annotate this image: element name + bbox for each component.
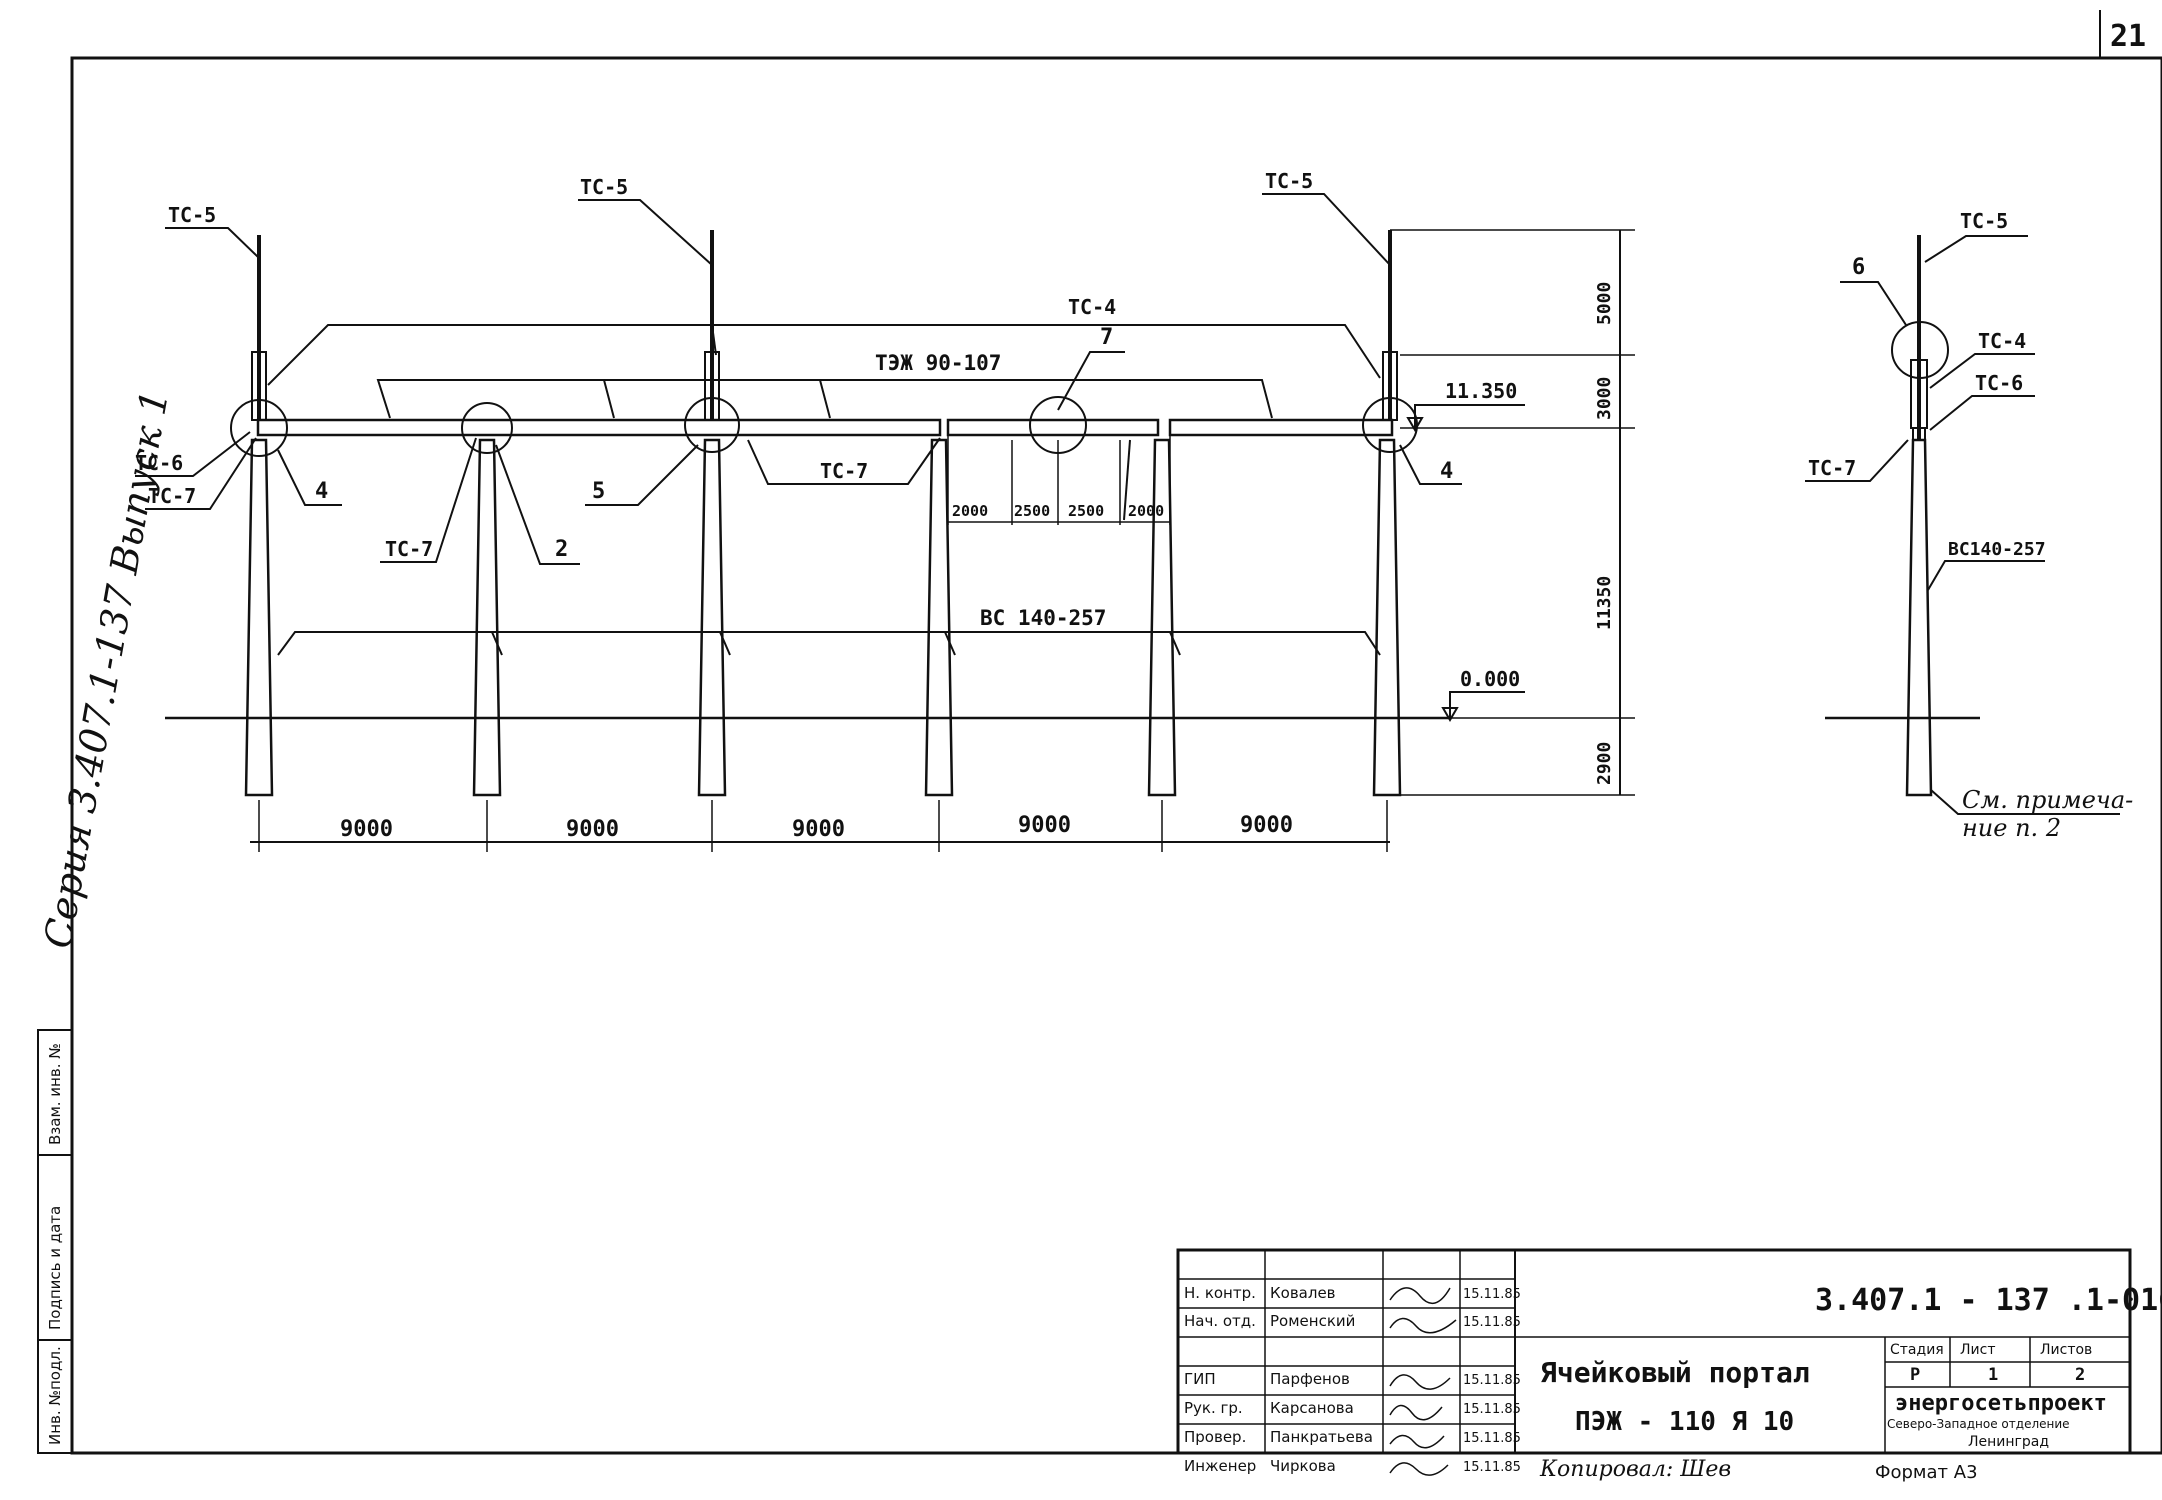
svg-text:15.11.85: 15.11.85 <box>1463 1315 1521 1330</box>
post-5 <box>1147 438 1177 797</box>
svg-text:Панкратьева: Панкратьева <box>1270 1428 1373 1446</box>
detail-circle-4-left <box>230 399 288 457</box>
elev-ground: 0.000 <box>1460 667 1520 691</box>
beam-left <box>256 418 942 437</box>
ground-wire-label: ТС-4 <box>1068 295 1116 319</box>
tc5-label-2: ТС-5 <box>580 175 628 199</box>
title-block: Н. контр. Нач. отд. ГИП Рук. гр. Провер.… <box>1176 1248 2162 1476</box>
side-view: ТС-5 6 ТС-4 ТС-6 ТС-7 ВС140-257 См. прим… <box>1805 209 2133 842</box>
tc5-label-3: ТС-5 <box>1265 169 1313 193</box>
svg-text:9000: 9000 <box>1018 813 1071 838</box>
tc6-label-left: ТС-6 <box>135 451 183 475</box>
drawing-frame <box>70 56 2162 1455</box>
svg-text:15.11.85: 15.11.85 <box>1463 1431 1521 1446</box>
svg-text:Инженер: Инженер <box>1184 1457 1256 1475</box>
beam-callout-7: 7 <box>1100 325 1113 350</box>
callout-4-left: 4 <box>315 479 328 504</box>
side-post <box>1905 438 1933 797</box>
post-6 <box>1372 438 1402 797</box>
svg-text:Рук. гр.: Рук. гр. <box>1184 1399 1243 1417</box>
svg-text:Роменский: Роменский <box>1270 1312 1355 1330</box>
svg-text:Стадия: Стадия <box>1890 1342 1944 1358</box>
tc7-label-post2: ТС-7 <box>385 537 433 561</box>
signatures <box>1389 1287 1457 1476</box>
side-callout-6: 6 <box>1852 255 1865 280</box>
svg-text:11350: 11350 <box>1594 576 1615 630</box>
callout-2: 2 <box>555 537 568 562</box>
tc7-label-center: ТС-7 <box>820 459 868 483</box>
svg-text:Ленинград: Ленинград <box>1968 1434 2049 1450</box>
svg-text:3000: 3000 <box>1594 377 1615 420</box>
side-tc4-label: ТС-4 <box>1978 329 2026 353</box>
side-post-label: ВС140-257 <box>1948 539 2046 560</box>
post-3 <box>697 438 727 797</box>
svg-text:Нач. отд.: Нач. отд. <box>1184 1312 1256 1330</box>
svg-text:2000: 2000 <box>1128 502 1164 520</box>
svg-text:Подпись и дата: Подпись и дата <box>46 1206 64 1330</box>
svg-text:Чиркова: Чиркова <box>1270 1457 1336 1475</box>
svg-text:2000: 2000 <box>952 502 988 520</box>
side-tc7-label: ТС-7 <box>1808 456 1856 480</box>
post-1 <box>244 438 274 797</box>
svg-text:Листов: Листов <box>2040 1342 2092 1358</box>
beam-right <box>1168 418 1394 437</box>
svg-text:2500: 2500 <box>1014 502 1050 520</box>
svg-text:2: 2 <box>2075 1365 2085 1385</box>
svg-text:5000: 5000 <box>1594 282 1615 325</box>
svg-text:Взам. инв. №: Взам. инв. № <box>46 1043 64 1145</box>
post-label: ВС 140-257 <box>980 606 1106 630</box>
svg-text:9000: 9000 <box>566 817 619 842</box>
svg-text:Р: Р <box>1910 1365 1920 1385</box>
detail-circle-2 <box>461 402 513 454</box>
svg-text:9000: 9000 <box>340 817 393 842</box>
svg-text:2900: 2900 <box>1594 742 1615 785</box>
svg-text:15.11.85: 15.11.85 <box>1463 1373 1521 1388</box>
front-view: ТС-5 ТС-5 ТС-5 ТС-4 ТЭЖ 90-107 7 ТС-6 ТС… <box>135 169 1635 852</box>
svg-text:15.11.85: 15.11.85 <box>1463 1402 1521 1417</box>
post-4 <box>924 438 954 797</box>
svg-text:Парфенов: Парфенов <box>1270 1370 1350 1388</box>
post-2 <box>472 438 502 797</box>
svg-text:Инв. №подл.: Инв. №подл. <box>46 1346 64 1445</box>
svg-text:1: 1 <box>1988 1365 1998 1385</box>
svg-text:15.11.85: 15.11.85 <box>1463 1460 1521 1475</box>
side-note-2: ние п. 2 <box>1962 814 2061 842</box>
svg-text:Северо-Западное отделение: Северо-Западное отделение <box>1887 1417 2070 1431</box>
svg-text:9000: 9000 <box>1240 813 1293 838</box>
title-line1: Ячейковый портал <box>1540 1356 1810 1389</box>
detail-circle-5 <box>684 397 740 453</box>
copied-by: Копировал: Шев <box>1539 1457 1731 1482</box>
callout-5: 5 <box>592 479 605 504</box>
svg-text:Карсанова: Карсанова <box>1270 1399 1354 1417</box>
span-dimensions: 9000 9000 9000 9000 9000 <box>250 800 1390 852</box>
callout-4-right: 4 <box>1440 459 1453 484</box>
svg-text:ГИП: ГИП <box>1184 1370 1216 1388</box>
doc-code: 3.407.1 - 137 .1-016 <box>1815 1283 2162 1318</box>
tc5-label-1: ТС-5 <box>168 203 216 227</box>
org-name: энергосетьпроект <box>1895 1391 2107 1416</box>
elev-top: 11.350 <box>1445 379 1517 403</box>
side-note-1: См. примеча- <box>1962 786 2133 814</box>
beam-mid <box>946 418 1160 437</box>
svg-text:9000: 9000 <box>792 817 845 842</box>
side-stamp: Инв. №подл. Подпись и дата Взам. инв. № <box>37 1029 73 1454</box>
side-tc5-label: ТС-5 <box>1960 209 2008 233</box>
tc7-label-left: ТС-7 <box>148 484 196 508</box>
side-tc6-label: ТС-6 <box>1975 371 2023 395</box>
page-number: 21 <box>2110 19 2146 54</box>
beam-label: ТЭЖ 90-107 <box>875 351 1001 375</box>
format-label: Формат А3 <box>1875 1462 1978 1483</box>
vertical-dimensions: 5000 3000 11350 2900 <box>1390 229 1635 796</box>
svg-text:15.11.85: 15.11.85 <box>1463 1287 1521 1302</box>
svg-text:Н. контр.: Н. контр. <box>1184 1284 1256 1302</box>
detail-circle-6 <box>1891 321 1949 379</box>
inner-dimensions: 2000 2500 2500 2000 <box>947 425 1171 525</box>
svg-text:Провер.: Провер. <box>1184 1428 1246 1446</box>
svg-text:Ковалев: Ковалев <box>1270 1284 1336 1302</box>
svg-text:2500: 2500 <box>1068 502 1104 520</box>
title-line2: ПЭЖ - 110 Я 10 <box>1575 1407 1794 1437</box>
svg-text:Лист: Лист <box>1960 1342 1995 1358</box>
